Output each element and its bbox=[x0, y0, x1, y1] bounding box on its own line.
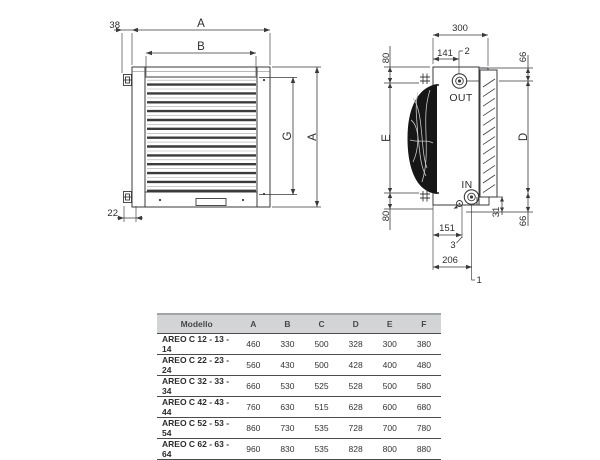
value-f: 880 bbox=[406, 438, 441, 460]
value-a: 660 bbox=[236, 375, 271, 397]
value-e: 700 bbox=[372, 417, 407, 439]
value-b: 530 bbox=[270, 375, 305, 397]
value-d: 328 bbox=[338, 333, 373, 355]
value-d: 828 bbox=[338, 438, 373, 460]
table-row: AREO C 22 - 23 - 24 560 430 500 428 400 … bbox=[157, 354, 441, 376]
dim-300-label: 300 bbox=[452, 23, 468, 34]
dim-38-label: 38 bbox=[109, 20, 120, 31]
mounting-bracket-top bbox=[123, 74, 132, 86]
model-name: AREO C 22 - 23 - 24 bbox=[157, 354, 237, 376]
louver-dark-bands bbox=[147, 83, 256, 192]
value-b: 430 bbox=[270, 354, 305, 376]
dim-a-right-label: A bbox=[307, 133, 319, 141]
value-a: 560 bbox=[236, 354, 271, 376]
louver-slat-lines bbox=[147, 79, 256, 187]
dim-80-top-label: 80 bbox=[381, 53, 392, 64]
value-f: 780 bbox=[406, 417, 441, 439]
side-dimension-lines bbox=[389, 34, 529, 268]
value-d: 528 bbox=[338, 375, 373, 397]
value-c: 500 bbox=[304, 354, 339, 376]
model-name: AREO C 42 - 43 - 44 bbox=[157, 396, 237, 418]
value-a: 860 bbox=[236, 417, 271, 439]
dimensions-table: Modello A B C D E F AREO C 12 - 13 - 14 … bbox=[157, 313, 441, 460]
table-header-row: Modello A B C D E F bbox=[157, 313, 441, 334]
model-name: AREO C 62 - 63 - 64 bbox=[157, 438, 237, 460]
dim-66-top-label: 66 bbox=[518, 52, 529, 63]
dim-31-label: 31 bbox=[491, 207, 502, 218]
front-extension-lines bbox=[121, 33, 321, 222]
dim-80-bottom-label: 80 bbox=[381, 211, 392, 222]
dim-22-label: 22 bbox=[107, 208, 118, 219]
side-view-drawing: 300 141 2 80 E 80 66 D 66 OUT IN 31 151 … bbox=[381, 23, 533, 286]
value-c: 535 bbox=[304, 438, 339, 460]
header-e: E bbox=[372, 313, 407, 334]
value-e: 800 bbox=[372, 438, 407, 460]
value-a: 760 bbox=[236, 396, 271, 418]
value-d: 628 bbox=[338, 396, 373, 418]
mounting-bracket-bottom bbox=[123, 191, 132, 203]
value-e: 600 bbox=[372, 396, 407, 418]
ref-1-label: 1 bbox=[477, 275, 482, 286]
model-name: AREO C 12 - 13 - 14 bbox=[157, 333, 237, 355]
out-label: OUT bbox=[449, 92, 473, 104]
value-b: 730 bbox=[270, 417, 305, 439]
value-c: 535 bbox=[304, 417, 339, 439]
header-d: D bbox=[338, 313, 373, 334]
value-a: 960 bbox=[236, 438, 271, 460]
value-f: 680 bbox=[406, 396, 441, 418]
dim-a-top-label: A bbox=[197, 18, 205, 30]
value-b: 830 bbox=[270, 438, 305, 460]
fan-guard-wires bbox=[409, 89, 434, 183]
dim-206-label: 206 bbox=[442, 255, 458, 266]
value-b: 330 bbox=[270, 333, 305, 355]
drain-valve-icon bbox=[453, 200, 463, 209]
front-screw-dots bbox=[158, 78, 266, 202]
dim-d-label: D bbox=[518, 133, 530, 141]
table-row: AREO C 62 - 63 - 64 960 830 535 828 800 … bbox=[157, 438, 441, 460]
value-e: 400 bbox=[372, 354, 407, 376]
header-b: B bbox=[270, 313, 305, 334]
model-name: AREO C 32 - 33 - 34 bbox=[157, 375, 237, 397]
fan-bolt-marks bbox=[420, 73, 430, 202]
value-f: 580 bbox=[406, 375, 441, 397]
front-dimension-lines bbox=[114, 29, 318, 219]
dim-151-label: 151 bbox=[439, 223, 455, 234]
value-e: 300 bbox=[372, 333, 407, 355]
front-view-drawing: 38 A B G A 22 bbox=[107, 18, 321, 222]
header-f: F bbox=[406, 313, 441, 334]
technical-drawing: 38 A B G A 22 bbox=[107, 18, 533, 286]
value-c: 500 bbox=[304, 333, 339, 355]
ref-2-label: 2 bbox=[465, 46, 470, 57]
dim-g-label: G bbox=[282, 131, 294, 140]
table-row: AREO C 32 - 33 - 34 660 530 525 528 500 … bbox=[157, 375, 441, 397]
header-modello: Modello bbox=[157, 313, 237, 334]
value-f: 480 bbox=[406, 354, 441, 376]
value-b: 630 bbox=[270, 396, 305, 418]
out-pipe-icon bbox=[451, 73, 480, 89]
dim-141-label: 141 bbox=[437, 48, 453, 59]
value-a: 460 bbox=[236, 333, 271, 355]
header-c: C bbox=[304, 313, 339, 334]
in-label: IN bbox=[461, 179, 472, 191]
header-a: A bbox=[236, 313, 271, 334]
value-d: 428 bbox=[338, 354, 373, 376]
fan-dots bbox=[436, 83, 440, 195]
dim-e-label: E bbox=[381, 134, 393, 142]
value-d: 728 bbox=[338, 417, 373, 439]
value-c: 525 bbox=[304, 375, 339, 397]
dim-b-label: B bbox=[197, 41, 205, 53]
table-row: AREO C 42 - 43 - 44 760 630 515 628 600 … bbox=[157, 396, 441, 418]
back-plate-hatch bbox=[482, 78, 496, 193]
dim-66-bottom-label: 66 bbox=[518, 216, 529, 227]
table-row: AREO C 12 - 13 - 14 460 330 500 328 300 … bbox=[157, 333, 441, 355]
value-f: 380 bbox=[406, 333, 441, 355]
value-c: 515 bbox=[304, 396, 339, 418]
side-unit-body bbox=[432, 66, 498, 206]
model-name: AREO C 52 - 53 - 54 bbox=[157, 417, 237, 439]
ref-3-label: 3 bbox=[450, 240, 455, 251]
side-extension-lines bbox=[384, 38, 533, 281]
table-row: AREO C 52 - 53 - 54 860 730 535 728 700 … bbox=[157, 417, 441, 439]
value-e: 500 bbox=[372, 375, 407, 397]
